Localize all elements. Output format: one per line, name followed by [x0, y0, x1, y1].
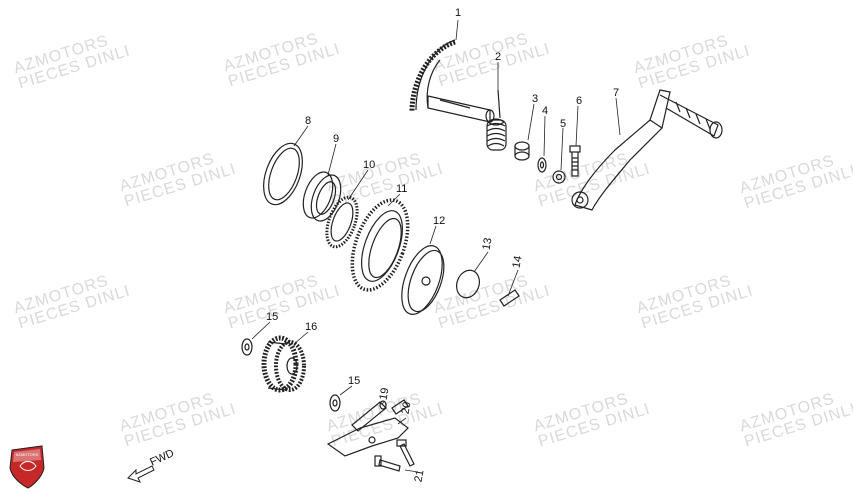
part-12-plate[interactable]: [394, 240, 451, 319]
svg-text:AZMOTORS: AZMOTORS: [16, 452, 39, 457]
part-6-bolt[interactable]: [569, 145, 581, 177]
callout-8: 8: [305, 115, 311, 127]
callout-2: 2: [495, 51, 501, 63]
part-4-washer[interactable]: [537, 157, 547, 173]
callout-11: 11: [396, 183, 407, 195]
callout-9: 9: [333, 133, 339, 145]
callout-21: 21: [413, 469, 427, 483]
part-10-needle-bearing[interactable]: [321, 193, 363, 251]
callout-6: 6: [576, 95, 582, 107]
part-16-idle-gear[interactable]: [261, 335, 306, 393]
part-15-washer[interactable]: [329, 394, 341, 412]
callout-10: 10: [363, 159, 375, 171]
callout-15b: 15: [348, 375, 360, 387]
part-5-washer[interactable]: [552, 170, 566, 184]
callout-19: 19: [378, 387, 392, 401]
callout-16: 16: [305, 321, 317, 333]
callout-4: 4: [542, 105, 548, 117]
callout-12: 12: [433, 215, 445, 227]
leader-lines: [251, 19, 621, 473]
part-21-bolt[interactable]: [374, 455, 401, 472]
part-3-bushing[interactable]: [514, 141, 530, 161]
part-20-bracket[interactable]: [326, 399, 409, 457]
part-14-pin[interactable]: [499, 289, 520, 307]
callout-20: 20: [400, 401, 414, 415]
fwd-arrow-icon: [127, 465, 155, 483]
callout-13: 13: [481, 237, 495, 251]
callout-5: 5: [560, 118, 566, 130]
part-7-kick-lever[interactable]: [571, 89, 723, 211]
part-13-washer[interactable]: [453, 267, 483, 301]
part-1-kick-gear-shaft[interactable]: [409, 39, 495, 123]
callout-1: 1: [455, 7, 461, 19]
callout-7: 7: [613, 87, 619, 99]
part-8-ring[interactable]: [256, 138, 310, 210]
part-2-return-spring[interactable]: [486, 89, 507, 151]
callout-15a: 15: [266, 311, 278, 323]
callout-3: 3: [532, 93, 538, 105]
azmotors-logo: AZMOTORS: [9, 445, 45, 489]
part-21-bolt[interactable]: [396, 439, 415, 467]
part-19-shaft[interactable]: [351, 400, 387, 432]
part-15-washer[interactable]: [241, 338, 253, 356]
fwd-label: FWD: [148, 447, 176, 468]
part-11-gear-ring[interactable]: [341, 193, 418, 298]
part-9-bearing[interactable]: [298, 168, 347, 225]
callout-14: 14: [511, 255, 525, 269]
